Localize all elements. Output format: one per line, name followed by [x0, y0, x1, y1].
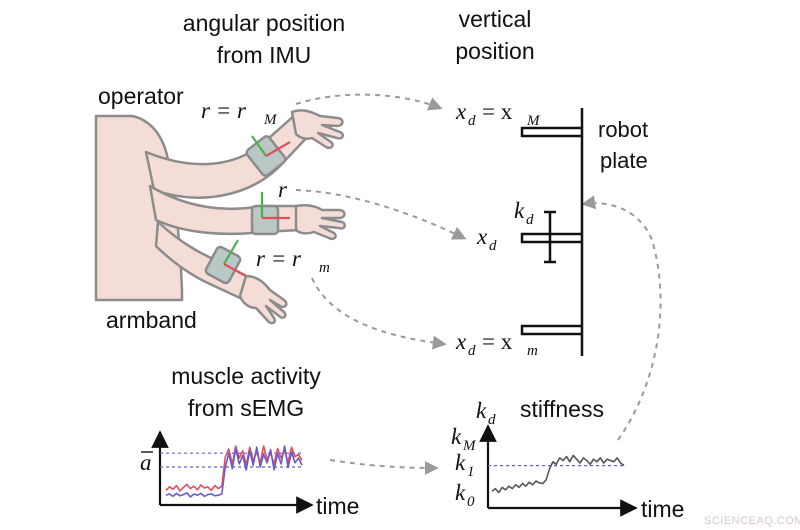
stiffness-label: stiffness — [520, 396, 604, 422]
k1-sub: 1 — [467, 464, 475, 480]
muscle-activity-line2: from sEMG — [188, 395, 304, 421]
stiffness-time-label: time — [641, 496, 684, 522]
kd-axis-label: k d — [476, 398, 496, 428]
emg-plot-area — [160, 445, 303, 498]
robot-label-line1: robot — [598, 117, 648, 142]
x-min-sub: m — [527, 343, 538, 359]
arrow-r-to-xd — [295, 189, 467, 240]
imu-axis-green-lower — [223, 239, 239, 265]
angular-position-label: angular position from IMU — [183, 10, 345, 68]
kd-axis-k: k — [476, 398, 487, 423]
vertical-position-label: vertical position — [455, 6, 534, 64]
x-max-x: x — [455, 99, 467, 124]
x-d-label: x d — [476, 224, 497, 254]
r-min-sub: m — [319, 260, 330, 276]
armband-label: armband — [106, 307, 197, 333]
robot-plate — [520, 108, 584, 356]
angular-position-line1: angular position — [183, 10, 345, 36]
robot-plate-label: robot plate — [598, 117, 648, 173]
k1-k: k — [455, 450, 466, 475]
a-bar-label: a — [140, 450, 152, 475]
stiffness-plot-area — [488, 454, 625, 494]
x-min-eq: = x — [482, 329, 513, 354]
x-max-label: x d = x M — [455, 99, 541, 129]
k0-k: k — [455, 480, 466, 505]
vertical-position-line1: vertical — [459, 6, 532, 32]
hand-upper — [290, 109, 345, 150]
arrow-emg-to-stiffness — [329, 459, 439, 475]
muscle-activity-line1: muscle activity — [171, 363, 321, 389]
arm-upper — [144, 112, 314, 199]
emg-chart: muscle activity from sEMG time a — [140, 363, 359, 519]
robot-label-line2: plate — [600, 148, 648, 173]
plate-bottom — [520, 324, 582, 336]
imu-axis-red-upper — [265, 141, 291, 157]
arrow-rmin-to-xmin — [311, 277, 447, 350]
r-min-text: r = r — [256, 246, 302, 271]
x-max-d: d — [468, 113, 476, 129]
k1-tick-label: k 1 — [455, 450, 475, 480]
stiffness-series-1 — [491, 454, 625, 494]
x-d-sub: d — [489, 238, 497, 254]
angular-position-line2: from IMU — [217, 42, 312, 68]
operator-label: operator — [98, 83, 184, 109]
watermark: SCIENCEAQ.COM — [704, 515, 800, 527]
stiffness-chart: stiffness k d time k M k 1 k 0 — [451, 396, 684, 522]
operator-figure — [94, 109, 347, 325]
r-max-text: r = r — [201, 98, 247, 123]
kM-k: k — [451, 424, 462, 449]
x-min-label: x d = x m — [455, 329, 538, 359]
x-max-eq: = x — [482, 99, 513, 124]
kd-plate-d: d — [526, 212, 534, 228]
k0-tick-label: k 0 — [455, 480, 475, 510]
emg-time-label: time — [316, 493, 359, 519]
x-min-d: d — [468, 343, 476, 359]
hand-middle — [294, 203, 347, 241]
kd-plate-label: k d — [514, 198, 534, 228]
mapping-arrows — [295, 93, 662, 475]
hand-lower — [238, 274, 288, 325]
plate-middle — [520, 232, 582, 244]
imu-axis-green-upper — [251, 135, 267, 157]
x-d-x: x — [476, 224, 488, 249]
armband-middle — [250, 204, 280, 236]
emg-series-2 — [165, 445, 303, 498]
imu-axis-red-lower — [223, 263, 247, 277]
r-max-sub: M — [263, 112, 278, 128]
x-min-x: x — [455, 329, 467, 354]
kd-axis-d: d — [488, 412, 496, 428]
kd-plate-k: k — [514, 198, 525, 223]
arrow-rmax-to-xmax — [295, 93, 443, 111]
arrow-stiffness-to-plate — [581, 195, 662, 441]
plate-top — [520, 126, 582, 138]
r-max-label: r = r M — [201, 98, 278, 128]
r-label: r — [278, 177, 288, 202]
kM-tick-label: k M — [451, 424, 477, 454]
vertical-position-line2: position — [455, 38, 534, 64]
kM-sub: M — [462, 438, 477, 454]
x-max-sub: M — [526, 113, 541, 129]
k0-sub: 0 — [467, 494, 475, 510]
r-min-label: r = r m — [256, 246, 330, 276]
imu-axes — [223, 135, 291, 277]
